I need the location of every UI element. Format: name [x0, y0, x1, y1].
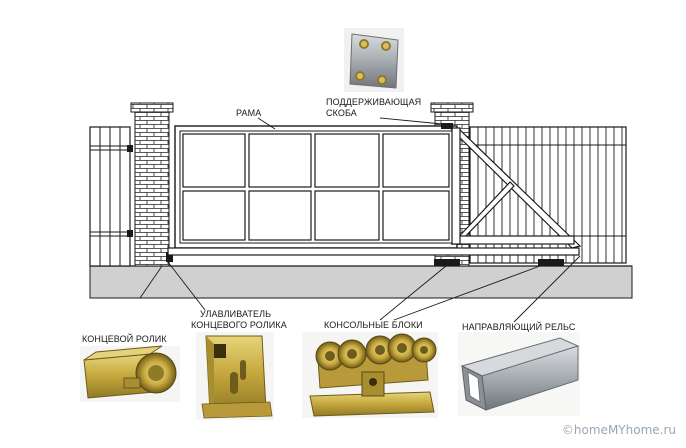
console-beam: [167, 127, 582, 256]
catcher-photo: [196, 332, 274, 420]
leader-lines: [139, 117, 581, 323]
left-brick-pillar: [130, 102, 174, 267]
support-bracket-mark: [441, 123, 453, 129]
label-support-bracket-line1: ПОДДЕРЖИВАЮЩАЯ: [326, 97, 422, 107]
watermark: ©homeMYhome.ru: [561, 423, 676, 437]
console-blocks-photo: [302, 332, 438, 418]
console-block-mark-right: [538, 259, 564, 266]
ground-slab: [89, 265, 633, 299]
label-console-blocks: КОНСОЛЬНЫЕ БЛОКИ: [324, 320, 423, 330]
label-frame: РАМА: [236, 108, 262, 118]
end-roller-photo: [80, 345, 180, 402]
support-bracket-photo: [344, 28, 404, 92]
console-block-mark-left: [434, 259, 460, 266]
left-fence: [89, 126, 133, 267]
label-end-roller: КОНЦЕВОЙ РОЛИК: [82, 334, 167, 344]
guide-rail-photo: [458, 332, 580, 416]
catcher-block: [166, 252, 173, 262]
gate-frame: [174, 125, 458, 249]
label-guide-rail: НАПРАВЛЯЮЩИЙ РЕЛЬС: [462, 322, 576, 332]
label-catcher-line2: КОНЦЕВОГО РОЛИКА: [191, 320, 287, 330]
label-catcher-line1: УЛАВЛИВАТЕЛЬ: [200, 309, 272, 319]
label-support-bracket-line2: СКОБА: [326, 108, 357, 118]
